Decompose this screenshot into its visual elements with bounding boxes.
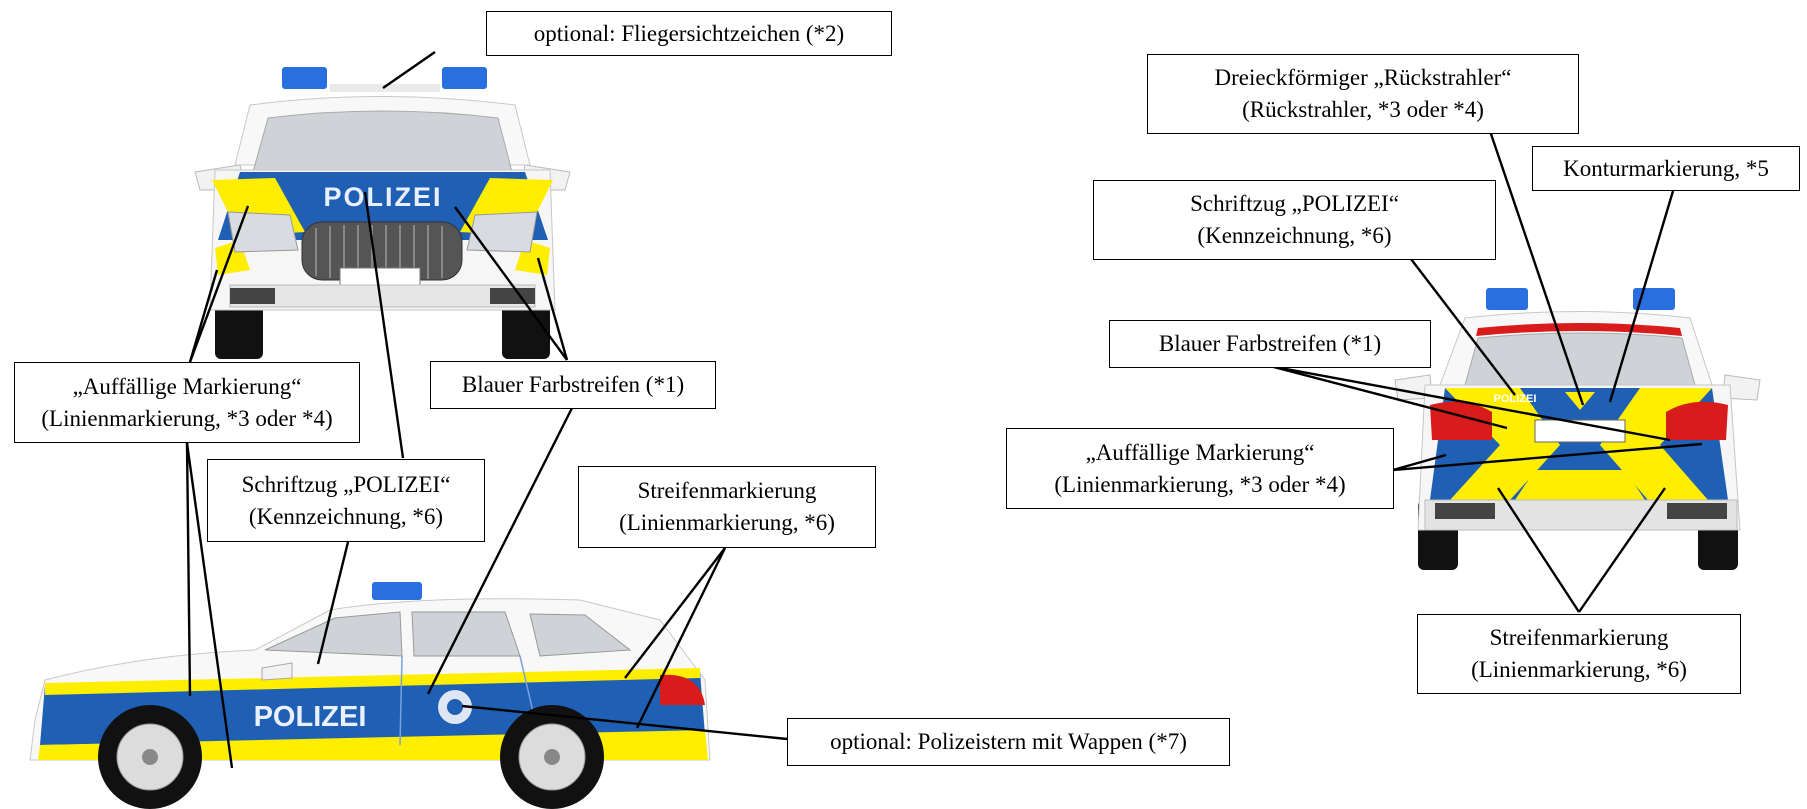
police-star-icon bbox=[438, 690, 472, 724]
label-subtext: (Linienmarkierung, *3 oder *4) bbox=[1054, 471, 1346, 497]
label-text: Blauer Farbstreifen (*1) bbox=[1158, 331, 1382, 356]
rear-polizei-text: POLIZEI bbox=[1494, 393, 1537, 405]
label-streifenmarkierung-left: Streifenmarkierung (Linienmarkierung, *6… bbox=[578, 466, 876, 548]
label-auffaellige-markierung-right: „Auffällige Markierung“ (Linienmarkierun… bbox=[1006, 428, 1394, 509]
label-subtext: (Linienmarkierung, *6) bbox=[1471, 657, 1687, 682]
side-polizei-text: POLIZEI bbox=[254, 701, 367, 733]
label-text: Schriftzug „POLIZEI“ bbox=[241, 471, 451, 497]
label-text: Streifenmarkierung bbox=[637, 478, 817, 503]
side-view-car: POLIZEI bbox=[29, 582, 711, 809]
label-dreieckfoermiger-rueckstrahler: Dreieckförmiger „Rückstrahler“ (Rückstra… bbox=[1147, 54, 1579, 134]
label-subtext: (Linienmarkierung, *3 oder *4) bbox=[41, 405, 333, 431]
label-text: Blauer Farbstreifen (*1) bbox=[461, 372, 685, 397]
label-text: Konturmarkierung, *5 bbox=[1563, 155, 1769, 181]
label-konturmarkierung: Konturmarkierung, *5 bbox=[1532, 146, 1800, 191]
leader-lines bbox=[185, 51, 1703, 769]
label-subtext: (Kennzeichnung, *6) bbox=[1197, 223, 1392, 248]
rear-view-car: POLIZEI bbox=[1394, 288, 1761, 570]
label-auffaellige-markierung-left: „Auffällige Markierung“ (Linienmarkierun… bbox=[14, 362, 360, 443]
label-schriftzug-polizei-left: Schriftzug „POLIZEI“ (Kennzeichnung, *6) bbox=[207, 459, 485, 542]
label-text: Streifenmarkierung bbox=[1489, 625, 1669, 650]
label-schriftzug-polizei-right: Schriftzug „POLIZEI“ (Kennzeichnung, *6) bbox=[1093, 180, 1496, 260]
label-subtext: (Kennzeichnung, *6) bbox=[248, 503, 444, 529]
label-streifenmarkierung-right: Streifenmarkierung (Linienmarkierung, *6… bbox=[1417, 614, 1741, 694]
label-subtext: (Linienmarkierung, *6) bbox=[619, 510, 835, 535]
label-text: „Auffällige Markierung“ bbox=[72, 373, 302, 399]
label-text: Schriftzug „POLIZEI“ bbox=[1190, 191, 1399, 216]
label-blauer-farbstreifen-rear: Blauer Farbstreifen (*1) bbox=[1109, 320, 1431, 368]
label-polizeistern: optional: Polizeistern mit Wappen (*7) bbox=[787, 718, 1230, 766]
label-subtext: (Rückstrahler, *3 oder *4) bbox=[1242, 97, 1484, 122]
label-text: Dreieckförmiger „Rückstrahler“ bbox=[1214, 65, 1512, 90]
label-fliegersichtzeichen: optional: Fliegersichtzeichen (*2) bbox=[486, 11, 892, 56]
label-text: optional: Fliegersichtzeichen (*2) bbox=[533, 20, 845, 46]
front-polizei-text: POLIZEI bbox=[323, 182, 442, 212]
label-blauer-farbstreifen-front: Blauer Farbstreifen (*1) bbox=[430, 361, 716, 409]
label-text: „Auffällige Markierung“ bbox=[1085, 439, 1315, 465]
label-text: optional: Polizeistern mit Wappen (*7) bbox=[830, 729, 1187, 754]
